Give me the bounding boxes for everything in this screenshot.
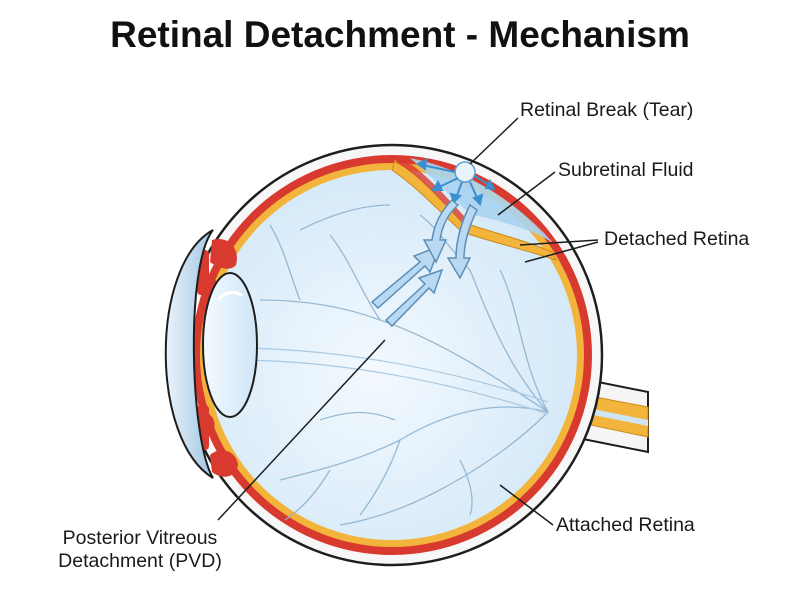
leader-subretinal-fluid: [497, 171, 556, 216]
cornea: [164, 229, 214, 479]
vitreous-flow-arrows: [370, 198, 478, 328]
leader-pvd: [217, 339, 386, 521]
label-retinal-break: Retinal Break (Tear): [520, 99, 694, 121]
label-attached-retina: Attached Retina: [556, 514, 695, 536]
page-title: Retinal Detachment - Mechanism: [110, 14, 690, 55]
label-detached-retina: Detached Retina: [604, 228, 750, 250]
leader-lines: [217, 117, 599, 526]
leader-detached-retina-2: [524, 241, 599, 263]
subretinal-fluid-region: [410, 158, 555, 245]
label-pvd: Posterior Vitreous Detachment (PVD): [40, 527, 240, 573]
label-pvd-line2: Detachment (PVD): [58, 550, 222, 572]
leader-retinal-break: [469, 117, 519, 165]
lens: [202, 272, 258, 418]
label-pvd-line1: Posterior Vitreous: [62, 527, 218, 549]
fluid-flow-arrows: [416, 158, 496, 206]
label-subretinal-fluid: Subretinal Fluid: [558, 159, 694, 181]
hyaloid-canal: [244, 347, 549, 415]
vitreous-body: [207, 170, 577, 540]
leader-attached-retina: [499, 484, 554, 526]
leader-detached-retina-1: [519, 239, 599, 246]
